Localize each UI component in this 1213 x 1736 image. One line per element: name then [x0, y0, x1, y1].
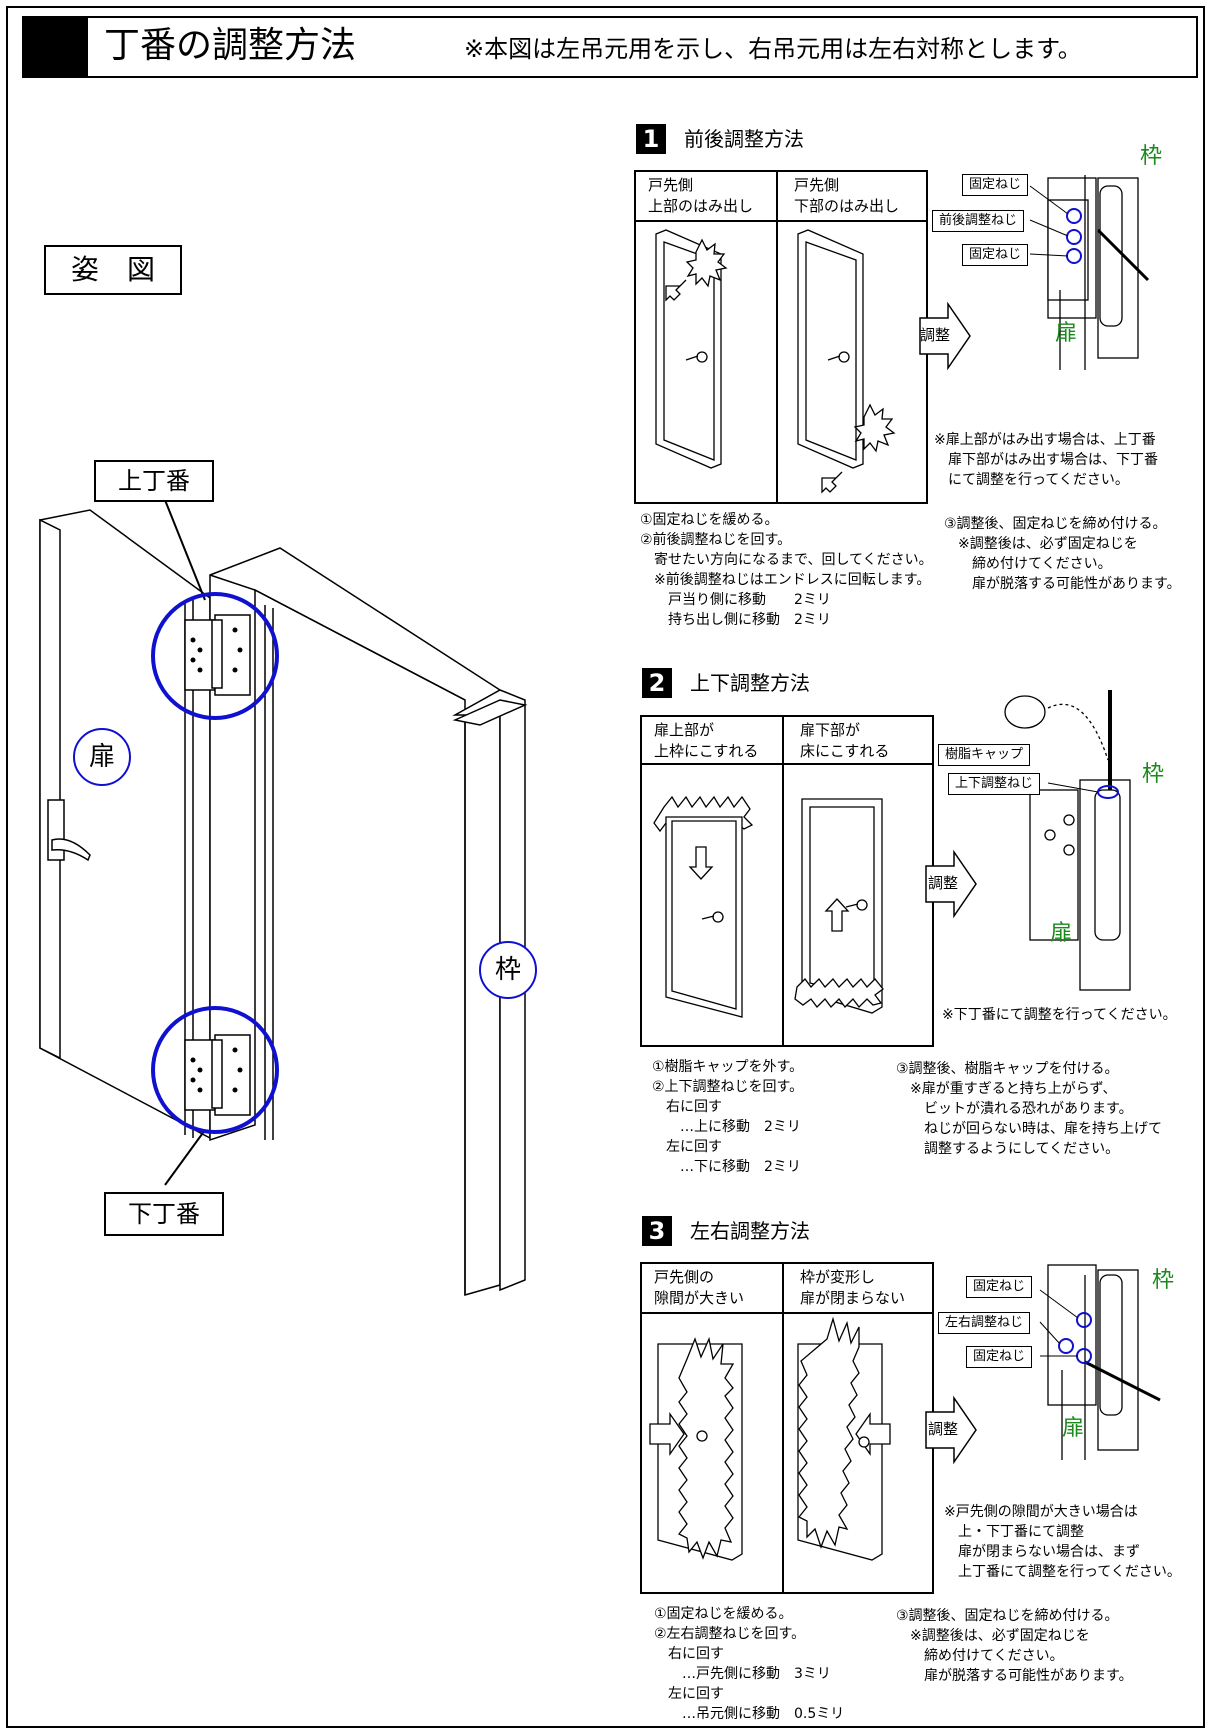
section3-frame-label: 枠	[1152, 1268, 1175, 1293]
section3-tag-fix-top: 固定ねじ	[966, 1276, 1033, 1298]
section3-sketch	[649, 1316, 891, 1561]
section1-panel: 戸先側 上部のはみ出し 戸先側 下部のはみ出し	[634, 170, 928, 504]
section1-sketch	[655, 229, 896, 494]
section3-steps-right: ③調整後、固定ねじを締め付ける。 ※調整後は、必ず固定ねじを 締め付けてください…	[896, 1608, 1133, 1684]
section2-tag-cap: 樹脂キャップ	[938, 744, 1031, 766]
section1-tag-fix-top: 固定ねじ	[962, 174, 1029, 196]
page-title: 丁番の調整方法	[104, 25, 357, 66]
upper-hinge-label: 上丁番	[94, 460, 214, 502]
section2-col2: 扉下部が 床にこすれる	[800, 721, 890, 760]
door-circle	[73, 728, 131, 786]
page-border	[6, 6, 1205, 1728]
lower-hinge-highlight	[151, 1006, 279, 1134]
section3-tag-fix-bottom: 固定ねじ	[966, 1346, 1033, 1368]
section2-tag-adjust: 上下調整ねじ	[948, 773, 1041, 795]
section3-door-label: 扉	[1062, 1416, 1085, 1441]
section1-steps-right: ③調整後、固定ねじを締め付ける。 ※調整後は、必ず固定ねじを 締め付けてください…	[944, 516, 1181, 592]
section2-side-note: ※下丁番にて調整を行ってください。	[942, 1007, 1177, 1023]
section1-frame-label: 枠	[1140, 144, 1163, 169]
section3-arrow: 調整	[928, 1420, 959, 1438]
section2-sketch	[653, 795, 884, 1018]
header: 丁番の調整方法 ※本図は左吊元用を示し、右吊元用は左右対称とします。	[22, 16, 1198, 78]
section3-side-note: ※戸先側の隙間が大きい場合は 上・下丁番にて調整 扉が閉まらない場合は、まず 上…	[944, 1504, 1181, 1580]
section1-door-label: 扉	[1055, 321, 1078, 346]
section1-col2: 戸先側 下部のはみ出し	[794, 176, 900, 215]
section1-title: 前後調整方法	[684, 127, 804, 151]
section1-tag-fix-bottom: 固定ねじ	[962, 244, 1029, 266]
header-note: ※本図は左吊元用を示し、右吊元用は左右対称とします。	[464, 35, 1082, 63]
frame-circle	[479, 941, 537, 999]
section1-number: 1	[636, 124, 666, 154]
upper-hinge-highlight	[151, 592, 279, 720]
section2-door-label: 扉	[1050, 921, 1073, 946]
section3-tag-adjust: 左右調整ねじ	[938, 1312, 1031, 1334]
section3-number: 3	[642, 1216, 672, 1246]
section2-title: 上下調整方法	[690, 671, 810, 695]
section3-title: 左右調整方法	[690, 1219, 810, 1243]
frame-label: 枠	[494, 955, 521, 985]
section1-tag-adjust: 前後調整ねじ	[932, 210, 1025, 232]
section2-panel: 扉上部が 上枠にこすれる 扉下部が 床にこすれる	[640, 715, 934, 1047]
section1-steps-left: ①固定ねじを緩める。 ②前後調整ねじを回す。 寄せたい方向になるまで、回してくだ…	[640, 512, 933, 628]
section2-number: 2	[642, 668, 672, 698]
section3-panel: 戸先側の 隙間が大きい 枠が変形し 扉が閉まらない	[640, 1262, 934, 1594]
section2-steps-right: ③調整後、樹脂キャップを付ける。 ※扉が重すぎると持ち上がらず、 ビットが潰れる…	[896, 1061, 1162, 1157]
section2-steps-left: ①樹脂キャップを外す。 ②上下調整ねじを回す。 右に回す …上に移動 2ミリ 左…	[652, 1059, 804, 1175]
section1-col1: 戸先側 上部のはみ出し	[648, 176, 754, 215]
section3-col1: 戸先側の 隙間が大きい	[654, 1268, 745, 1307]
overview-label: 姿 図	[44, 245, 182, 295]
section1-arrow: 調整	[920, 326, 951, 344]
header-block	[24, 18, 88, 76]
door-label: 扉	[88, 742, 115, 772]
section2-arrow: 調整	[928, 874, 959, 892]
section2-col1: 扉上部が 上枠にこすれる	[654, 721, 759, 760]
section3-steps-left: ①固定ねじを緩める。 ②左右調整ねじを回す。 右に回す …戸先側に移動 3ミリ …	[654, 1606, 845, 1722]
section2-frame-label: 枠	[1142, 762, 1165, 787]
section3-col2: 枠が変形し 扉が閉まらない	[800, 1268, 906, 1307]
section1-side-note: ※扉上部がはみ出す場合は、上丁番 扉下部がはみ出す場合は、下丁番 にて調整を行っ…	[934, 432, 1158, 488]
lower-hinge-label: 下丁番	[104, 1192, 224, 1236]
